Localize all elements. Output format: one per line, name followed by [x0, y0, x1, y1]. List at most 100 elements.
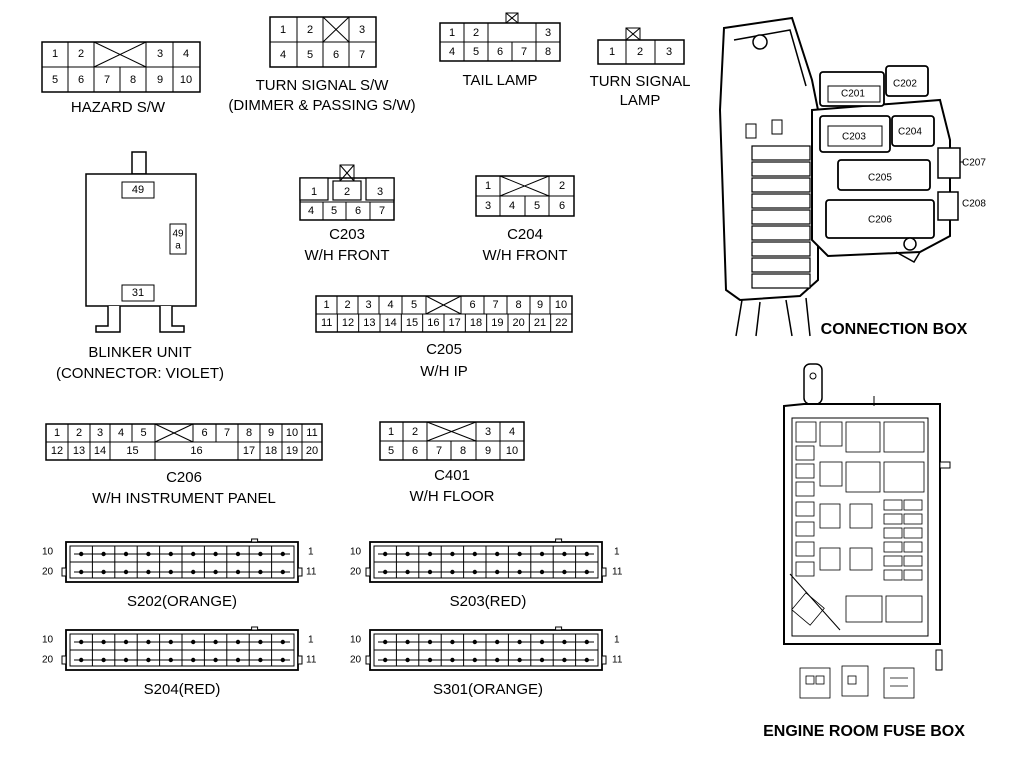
pin-label: 18: [265, 445, 277, 457]
pin-label: 15: [406, 317, 418, 329]
splice-dot: [539, 657, 545, 663]
pin-label: 1: [323, 299, 329, 311]
splice-dot: [539, 569, 545, 575]
pin-label: 10: [506, 445, 518, 457]
pin-label: 9: [485, 445, 491, 457]
turn-signal-sw-sublabel: (DIMMER & PASSING S/W): [228, 97, 415, 114]
pin-label: 17: [449, 317, 461, 329]
splice-dot: [79, 657, 84, 663]
splice-dot: [280, 639, 285, 645]
c401-sublabel: W/H FLOOR: [410, 488, 495, 505]
pin-label: 6: [497, 46, 503, 58]
pin-label: 7: [224, 427, 230, 439]
pin-label: 8: [545, 46, 551, 58]
pin-label: 2: [78, 48, 84, 60]
pin-label: 2: [412, 426, 418, 438]
pin-label: 1: [449, 27, 455, 39]
splice-dot: [101, 569, 106, 575]
splice-dot: [472, 551, 477, 557]
pin-label: 16: [427, 317, 439, 329]
pin-label: 10: [286, 427, 298, 439]
splice-dot: [427, 569, 433, 575]
pin-label: 31: [132, 287, 144, 299]
splice-dot: [146, 639, 151, 645]
pin-label: 10: [555, 299, 567, 311]
callout-c202: C202: [893, 79, 917, 90]
splice-s203: 10 20 1 11 S203(RED): [350, 538, 623, 610]
splice-s202: 10 20 1 11 S202(ORANGE): [42, 538, 317, 610]
pin-label: 7: [492, 299, 498, 311]
pin-label: 21: [534, 317, 546, 329]
splice-dot: [191, 657, 196, 663]
splice-dot: [450, 639, 455, 645]
pin-label: 12: [342, 317, 354, 329]
pin-label: 7: [359, 49, 365, 61]
pin-label: 2: [344, 186, 350, 198]
splice-pin-label: 11: [612, 655, 623, 666]
splice-dot: [562, 639, 567, 645]
pin-label: 8: [130, 74, 136, 86]
splice-dot: [495, 657, 500, 663]
splice-dot: [562, 569, 567, 575]
c203-sublabel: W/H FRONT: [305, 247, 390, 264]
splice-dot: [383, 569, 388, 575]
splice-dot: [213, 657, 218, 663]
pin-label: 7: [104, 74, 110, 86]
splice-dot: [539, 639, 545, 645]
c401-label: C401: [434, 467, 470, 484]
splice-pin-label: 1: [614, 635, 620, 646]
splice-dot: [450, 569, 455, 575]
pin-label: 19: [286, 445, 298, 457]
pin-label: 4: [449, 46, 455, 58]
callout-c203: C203: [842, 132, 866, 143]
pin-label: 3: [545, 27, 551, 39]
splice-pin-label: 20: [350, 567, 362, 578]
splice-dot: [472, 569, 477, 575]
splice-dot: [472, 657, 477, 663]
splice-dot: [584, 657, 589, 663]
pin-label: 49: [132, 184, 144, 196]
pin-label: 5: [388, 445, 394, 457]
splice-dot: [280, 551, 285, 557]
pin-label: 3: [97, 427, 103, 439]
splice-dot: [405, 639, 410, 645]
pin-label: 5: [140, 427, 146, 439]
splice-pin-label: 1: [308, 547, 314, 558]
callout-c201: C201: [841, 89, 865, 100]
pin-label: 6: [559, 200, 565, 212]
c203-connector: 1 2 3 4 5 6 7 C203 W/H FRONT: [299, 164, 395, 264]
splice-pin-label: 11: [306, 567, 317, 578]
splice-dot: [495, 639, 500, 645]
splice-dot: [235, 639, 241, 645]
splice-dot: [258, 657, 263, 663]
splice-dot: [168, 639, 173, 645]
splice-dot: [213, 569, 218, 575]
splice-dot: [191, 569, 196, 575]
splice-dot: [235, 551, 241, 557]
c204-connector: 1 2 3 4 5 6 C204 W/H FRONT: [475, 175, 575, 264]
pin-label: 19: [491, 317, 503, 329]
splice-dot: [123, 657, 129, 663]
splice-dot: [280, 569, 285, 575]
pin-label: 9: [157, 74, 163, 86]
engine-room-fuse-box-label: ENGINE ROOM FUSE BOX: [763, 723, 965, 740]
pin-label: 20: [306, 445, 318, 457]
engine-room-fuse-box-illustration: ENGINE ROOM FUSE BOX: [763, 363, 965, 740]
c203-label: C203: [329, 226, 365, 243]
pin-label: 6: [355, 205, 361, 217]
blinker-unit: 49 49 a 31 BLINKER UNIT (CONNECTOR: VIOL…: [56, 151, 224, 382]
pin-label: 1: [54, 427, 60, 439]
pin-label: 2: [473, 27, 479, 39]
splice-pin-label: 11: [306, 655, 317, 666]
splice-dot: [383, 639, 388, 645]
splice-dot: [584, 569, 589, 575]
splice-dot: [168, 657, 173, 663]
splice-dot: [517, 569, 522, 575]
splice-dot: [168, 551, 173, 557]
s301-label: S301(ORANGE): [433, 681, 543, 698]
pin-label: 2: [344, 299, 350, 311]
splice-dot: [101, 551, 106, 557]
pin-label: 1: [609, 46, 615, 58]
pin-label: 4: [118, 427, 124, 439]
